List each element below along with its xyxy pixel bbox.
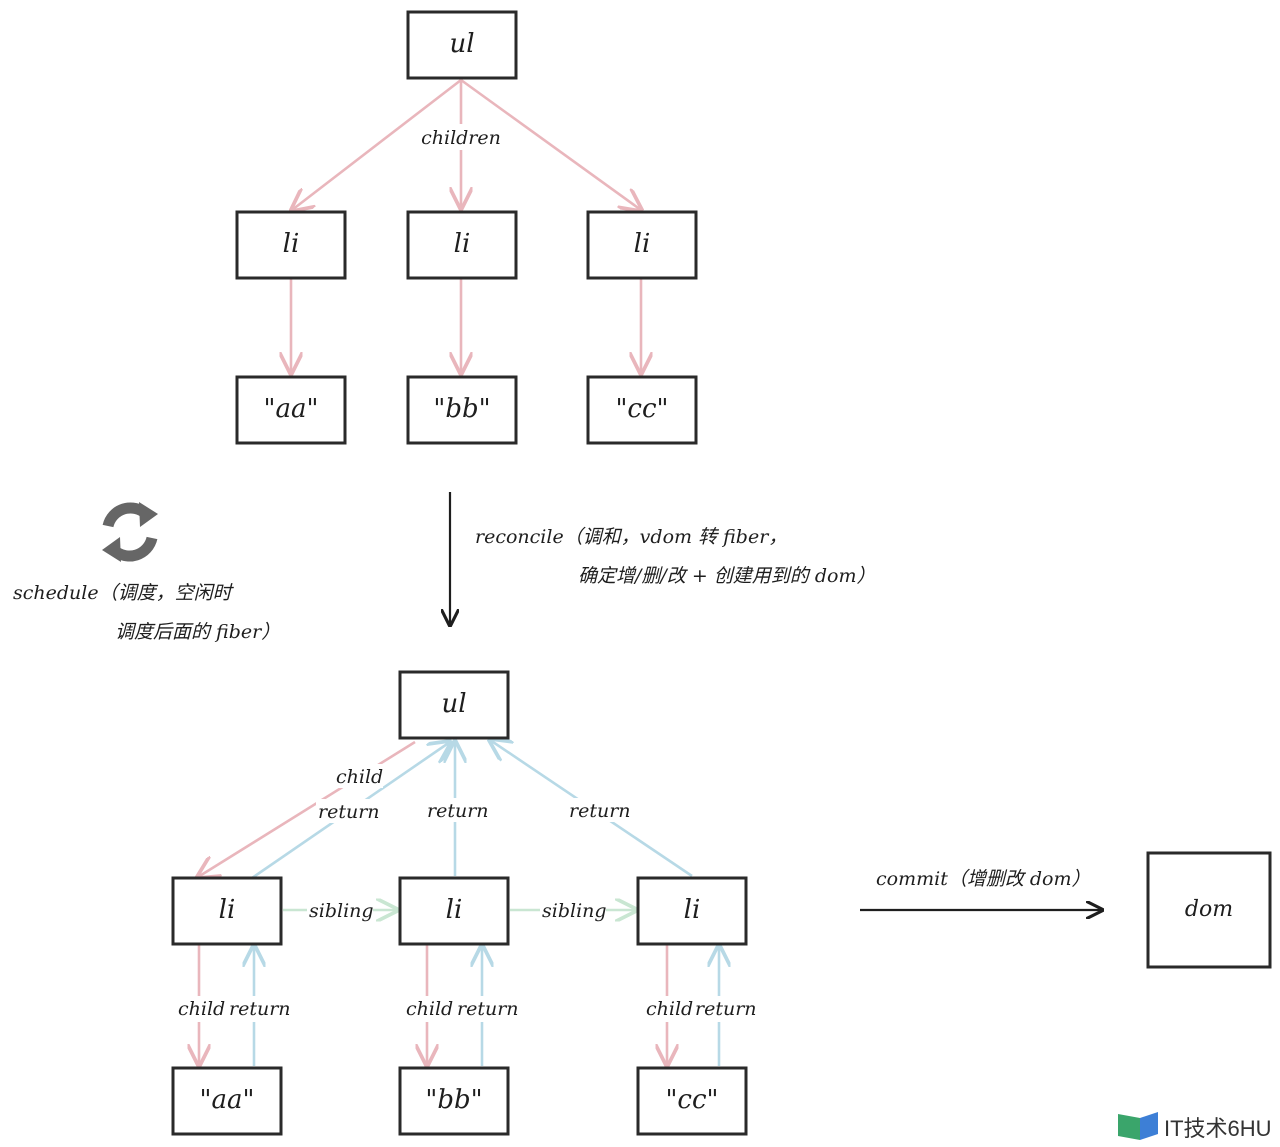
top-leaf-node-bb: "bb" — [406, 375, 518, 445]
commit-label: commit（增删改 dom） — [876, 868, 1090, 890]
top-leaf-node-aa: "aa" — [235, 375, 347, 445]
return-label-bb: return — [457, 998, 519, 1020]
schedule-text-line1: schedule（调度，空闲时 — [13, 582, 235, 604]
top-root-node: ul — [406, 10, 518, 80]
child-label-li3: child — [646, 998, 693, 1020]
fiber-leaf-node-cc: "cc" — [636, 1066, 748, 1136]
watermark: IT技术6HU — [1118, 1112, 1272, 1141]
top-leaf-label-bb: "bb" — [433, 394, 490, 424]
sibling-label-1: sibling — [309, 900, 374, 922]
edge-ul-li3 — [460, 78, 641, 210]
reconcile-text-line2: 确定增/删/改 + 创建用到的 dom） — [578, 565, 875, 587]
top-leaf-node-cc: "cc" — [586, 375, 698, 445]
child-label-root: child — [336, 766, 383, 788]
return-label-cc: return — [695, 998, 757, 1020]
fiber-li-node-2: li — [398, 876, 510, 946]
child-label-li1: child — [178, 998, 225, 1020]
top-root-label: ul — [449, 29, 474, 59]
return-label-li1: return — [318, 801, 380, 823]
dom-label: dom — [1185, 897, 1233, 922]
child-label-li2: child — [406, 998, 453, 1020]
top-leaf-label-cc: "cc" — [615, 394, 668, 424]
reconcile-text-line1: reconcile（调和，vdom 转 fiber， — [475, 526, 787, 548]
fiber-li-label-3: li — [684, 895, 701, 925]
edge-ul-li1 — [292, 78, 462, 210]
fiber-leaf-label-cc: "cc" — [665, 1085, 718, 1115]
top-tree-edges — [291, 78, 641, 373]
fiber-root-node: ul — [398, 670, 510, 740]
watermark-text: IT技术6HU — [1164, 1116, 1272, 1141]
top-li-label-1: li — [283, 229, 300, 259]
fiber-leaf-label-bb: "bb" — [425, 1085, 482, 1115]
fiber-li-node-3: li — [636, 876, 748, 946]
fiber-leaf-label-aa: "aa" — [200, 1085, 255, 1115]
top-li-node-3: li — [586, 210, 698, 280]
top-li-node-2: li — [406, 210, 518, 280]
top-li-label-3: li — [634, 229, 651, 259]
sibling-label-2: sibling — [542, 900, 607, 922]
fiber-li-label-2: li — [446, 895, 463, 925]
dom-node: dom — [1146, 851, 1272, 969]
fiber-li-label-1: li — [219, 895, 236, 925]
watermark-logo-icon — [1118, 1112, 1158, 1140]
fiber-leaf-node-aa: "aa" — [171, 1066, 283, 1136]
top-li-node-1: li — [235, 210, 347, 280]
children-label: children — [421, 127, 501, 149]
fiber-leaf-node-bb: "bb" — [398, 1066, 510, 1136]
refresh-icon — [102, 502, 158, 562]
return-label-li3: return — [569, 800, 631, 822]
edge-child-ul-li1 — [198, 740, 416, 877]
schedule-text-line2: 调度后面的 fiber） — [115, 621, 280, 643]
top-li-label-2: li — [454, 229, 471, 259]
return-label-aa: return — [229, 998, 291, 1020]
top-leaf-label-aa: "aa" — [264, 394, 319, 424]
fiber-li-node-1: li — [171, 876, 283, 946]
fiber-root-label: ul — [441, 689, 466, 719]
return-label-li2: return — [427, 800, 489, 822]
